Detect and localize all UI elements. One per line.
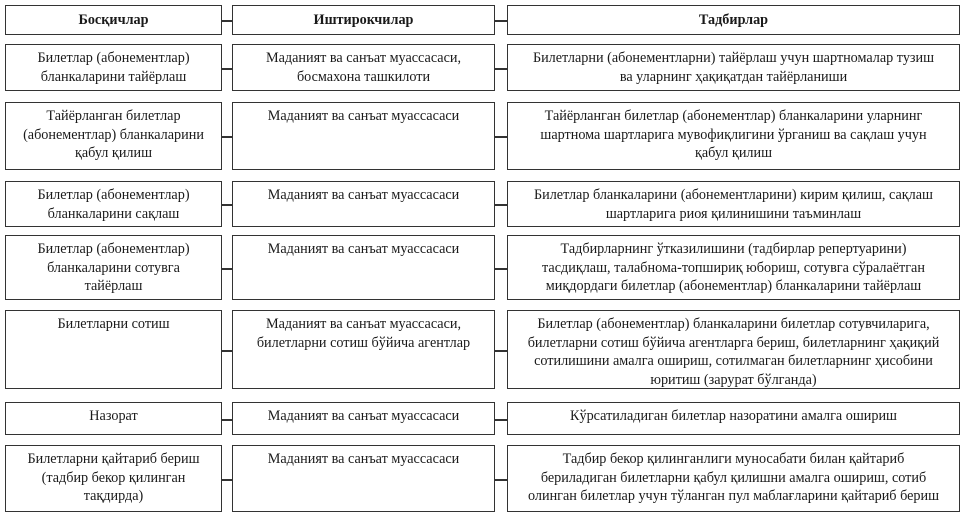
connector-line <box>495 20 507 22</box>
stage-text-line: бланкаларини тайёрлаш <box>40 68 187 85</box>
actions-box: Билетлар бланкаларини (абонементларини) … <box>507 181 960 227</box>
actions-box: Тайёрланган билетлар (абонементлар) блан… <box>507 102 960 170</box>
stage-box: Тайёрланган билетлар (абонементлар) бланк… <box>5 102 222 170</box>
stage-text-line: Назорат <box>89 408 138 424</box>
stage-text-line: тайёрлаш <box>84 278 143 294</box>
stage-box: Билетларни қайтариб бериш (тадбир бекор қ… <box>5 445 222 512</box>
connector-line <box>495 419 507 421</box>
stage-text-line: қабул қилиш <box>74 145 153 161</box>
participants-box: Маданият ва санъат муассасаси <box>232 445 495 512</box>
actions-text-line: миқдордаги билетлар (абонементлар) бланк… <box>545 278 922 294</box>
participants-text-line: Маданият ва санъат муассасаси <box>267 451 460 467</box>
stage-text-line: бланкаларини сотувга <box>47 259 180 276</box>
stage-text-line: Тайёрланган билетлар <box>46 108 181 124</box>
header-participants: Иштирокчилар <box>232 5 495 35</box>
stage-box: Назорат <box>5 402 222 435</box>
participants-text-line: босмахона ташкилоти <box>296 68 431 85</box>
stage-box: Билетларни сотиш <box>5 310 222 389</box>
stage-text-line: (тадбир бекор қилинган <box>41 469 186 486</box>
connector-line <box>222 479 232 481</box>
participants-text-line: Маданият ва санъат муассасаси, <box>265 50 462 66</box>
actions-text-line: юритиш (зарурат бўлганда) <box>650 371 817 388</box>
stage-text-line: Билетлар (абонементлар) <box>37 50 190 66</box>
participants-box: Маданият ва санъат муассасаси <box>232 102 495 170</box>
actions-text-line: Тадбирларнинг ўтказилишини (тадбирлар ре… <box>560 241 907 257</box>
header-label: Иштирокчилар <box>313 12 414 28</box>
actions-box: Тадбирларнинг ўтказилишини (тадбирлар ре… <box>507 235 960 300</box>
connector-line <box>222 350 232 352</box>
connector-line <box>495 268 507 270</box>
connector-line <box>495 68 507 70</box>
connector-line <box>222 68 232 70</box>
participants-box: Маданият ва санъат муассасаси, босмахона … <box>232 44 495 91</box>
actions-text-line: тасдиқлаш, талабнома-топшириқ юбориш, со… <box>542 259 925 276</box>
participants-text-line: Маданият ва санъат муассасаси, <box>265 316 462 332</box>
header-label: Тадбирлар <box>698 12 769 28</box>
stage-box: Билетлар (абонементлар) бланкаларини сақл… <box>5 181 222 227</box>
actions-text-line: қабул қилиш <box>694 145 773 161</box>
header-label: Босқичлар <box>78 12 149 28</box>
stage-text-line: Билетларни қайтариб бериш <box>27 451 200 467</box>
connector-line <box>495 479 507 481</box>
participants-text-line: Маданият ва санъат муассасаси <box>267 187 460 203</box>
connector-line <box>495 204 507 206</box>
stage-text-line: Билетларни сотиш <box>57 316 170 332</box>
actions-text-line: шартнома шартларига мувофиқлигини ўргани… <box>540 126 927 143</box>
stage-text-line: бланкаларини сақлаш <box>47 205 180 222</box>
actions-text-line: Билетлар (абонементлар) бланкаларини бил… <box>537 316 930 332</box>
participants-box: Маданият ва санъат муассасаси <box>232 181 495 227</box>
actions-box: Билетларни (абонементларни) тайёрлаш учу… <box>507 44 960 91</box>
participants-box: Маданият ва санъат муассасаси <box>232 235 495 300</box>
connector-line <box>495 136 507 138</box>
connector-line <box>495 350 507 352</box>
actions-text-line: ва уларнинг ҳақиқатдан тайёрланиши <box>619 68 848 85</box>
actions-text-line: шартларига риоя қилинишини таъминлаш <box>605 205 862 222</box>
actions-text-line: Тадбир бекор қилинганлиги муносабати бил… <box>562 451 905 467</box>
actions-box: Билетлар (абонементлар) бланкаларини бил… <box>507 310 960 389</box>
participants-text-line: Маданият ва санъат муассасаси <box>267 108 460 124</box>
stage-text-line: Билетлар (абонементлар) <box>37 187 190 203</box>
participants-box: Маданият ва санъат муассасаси <box>232 402 495 435</box>
actions-text-line: Билетлар бланкаларини (абонементларини) … <box>533 187 933 203</box>
actions-text-line: олинган билетлар учун тўланган пул мабла… <box>527 488 940 504</box>
stage-text-line: (абонементлар) бланкаларини <box>23 126 204 143</box>
stage-text-line: Билетлар (абонементлар) <box>37 241 190 257</box>
participants-text-line: Маданият ва санъат муассасаси <box>267 241 460 257</box>
actions-text-line: сотилишини амалга ошириш, сотилмаган бил… <box>534 353 933 369</box>
connector-line <box>222 268 232 270</box>
actions-text-line: Кўрсатиладиган билетлар назоратини амалг… <box>570 408 897 424</box>
stage-box: Билетлар (абонементлар) бланкаларини соту… <box>5 235 222 300</box>
connector-line <box>222 20 232 22</box>
actions-text-line: билетларни сотиш бўйича агентларга бериш… <box>527 334 940 351</box>
header-stage: Босқичлар <box>5 5 222 35</box>
actions-text-line: Тайёрланган билетлар (абонементлар) блан… <box>544 108 923 124</box>
connector-line <box>222 136 232 138</box>
actions-text-line: Билетларни (абонементларни) тайёрлаш учу… <box>532 50 935 66</box>
stage-text-line: тақдирда) <box>83 488 144 504</box>
header-actions: Тадбирлар <box>507 5 960 35</box>
actions-box: Кўрсатиладиган билетлар назоратини амалг… <box>507 402 960 435</box>
actions-text-line: бериладиган билетларни қабул қилишни ама… <box>540 469 927 486</box>
participants-text-line: Маданият ва санъат муассасаси <box>267 408 460 424</box>
connector-line <box>222 204 232 206</box>
participants-box: Маданият ва санъат муассасаси, билетларни… <box>232 310 495 389</box>
participants-text-line: билетларни сотиш бўйича агентлар <box>256 334 471 351</box>
stage-box: Билетлар (абонементлар) бланкаларини тайё… <box>5 44 222 91</box>
connector-line <box>222 419 232 421</box>
actions-box: Тадбир бекор қилинганлиги муносабати бил… <box>507 445 960 512</box>
